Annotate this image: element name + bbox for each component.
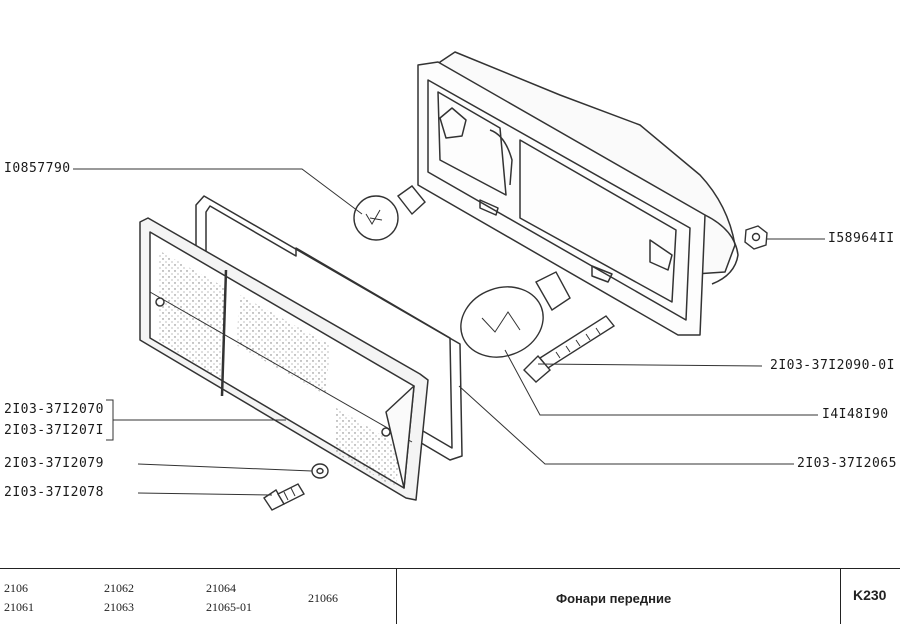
callout-lens-left: 2I03-37I2070 bbox=[4, 402, 104, 417]
lamp-lens bbox=[139, 217, 429, 501]
model-number: 2106 bbox=[4, 581, 28, 595]
model-number: 21061 bbox=[4, 600, 34, 614]
callout-long-screw: 2I03-37I2090-0I bbox=[770, 358, 895, 373]
divider bbox=[396, 569, 397, 624]
divider bbox=[840, 569, 841, 624]
callout-large-bulb: I4I48I90 bbox=[822, 407, 889, 422]
small-bulb bbox=[353, 185, 426, 241]
callout-small-bulb: I0857790 bbox=[4, 161, 71, 176]
model-number: 21064 bbox=[206, 581, 236, 595]
model-number: 21065-01 bbox=[206, 600, 252, 614]
model-number: 21063 bbox=[104, 600, 134, 614]
lamp-housing bbox=[417, 51, 739, 336]
washer bbox=[311, 463, 329, 479]
short-screw bbox=[263, 483, 305, 511]
callout-gasket: 2I03-37I2065 bbox=[797, 456, 897, 471]
long-screw bbox=[523, 315, 616, 383]
callout-nut: I58964II bbox=[828, 231, 895, 246]
drawing-title: Фонари передние bbox=[556, 591, 672, 606]
sheet-code: K230 bbox=[853, 587, 887, 603]
callout-washer: 2I03-37I2079 bbox=[4, 456, 104, 471]
exploded-parts-diagram bbox=[73, 51, 825, 511]
callout-short-screw: 2I03-37I2078 bbox=[4, 485, 104, 500]
leader-lines bbox=[73, 168, 825, 496]
large-bulb bbox=[460, 271, 571, 358]
callout-lens-right: 2I03-37I207I bbox=[4, 423, 104, 438]
model-number: 21066 bbox=[308, 591, 338, 605]
title-block: 2106 21061 21062 21063 21064 21065-01 21… bbox=[0, 568, 900, 624]
model-number: 21062 bbox=[104, 581, 134, 595]
nut bbox=[744, 225, 768, 250]
